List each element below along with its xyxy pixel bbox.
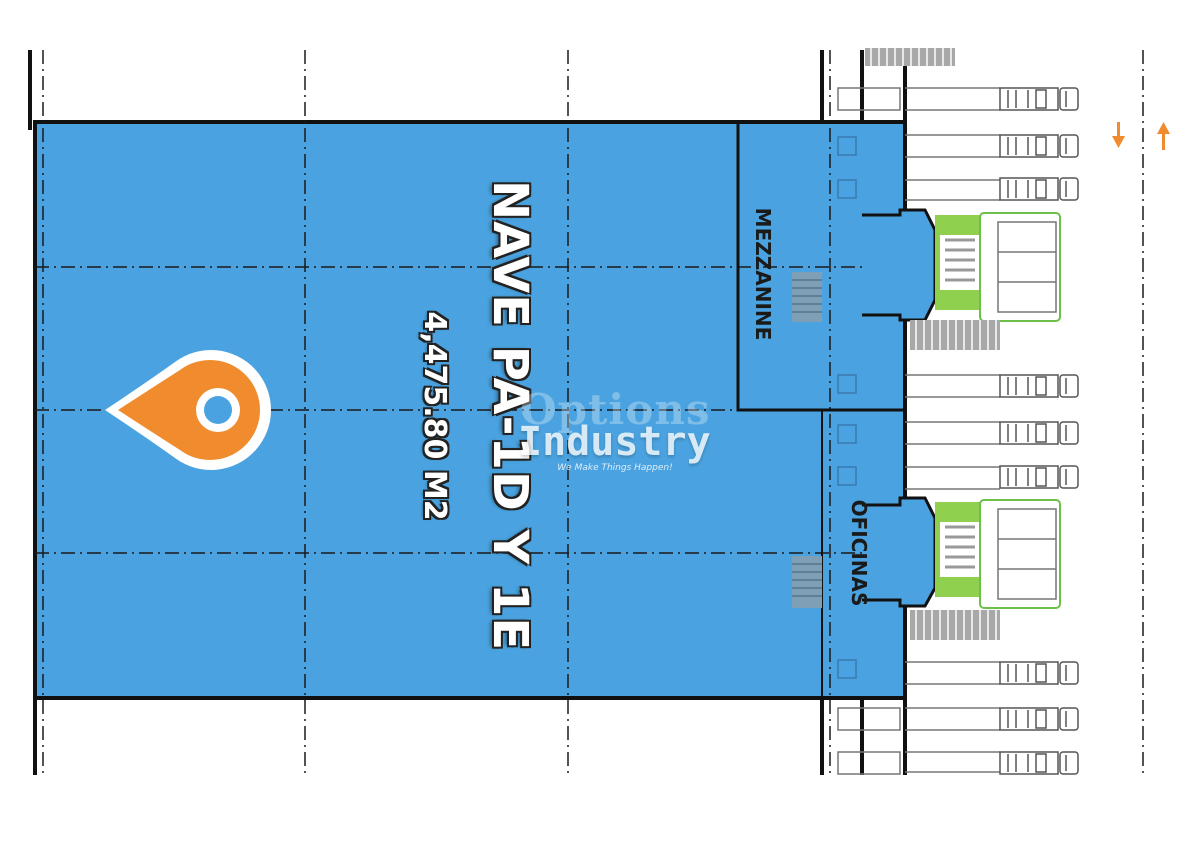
truck-icon: [999, 177, 1079, 201]
loading-dock-bottom: [862, 496, 1061, 609]
arrow-up-icon: [1157, 122, 1170, 150]
column-markers: [837, 136, 857, 679]
stairs: [792, 272, 822, 608]
mezzanine-label: MEZZANINE: [751, 207, 775, 341]
truck-icon: [999, 374, 1079, 398]
watermark-tagline: We Make Things Happen!: [557, 463, 673, 473]
location-pin-icon: [105, 350, 271, 470]
watermark-logo: Options Industry We Make Things Happen!: [500, 385, 730, 485]
truck-icon: [999, 751, 1079, 775]
watermark-line2: Industry: [518, 419, 711, 465]
truck-icon: [999, 661, 1079, 685]
offices-label: OFICINAS: [847, 499, 871, 607]
truck-icon: [999, 707, 1079, 731]
watermark-line1: Options: [520, 385, 711, 434]
unit-area: 4,475.80 M2: [417, 311, 452, 521]
parking-lanes: [837, 87, 1000, 775]
truck-icon: [999, 421, 1079, 445]
arrow-down-icon: [1112, 122, 1125, 148]
truck-icon: [999, 134, 1079, 158]
structural-grid: [35, 50, 1144, 775]
truck-icons: [999, 87, 1079, 775]
truck-icon: [999, 465, 1079, 489]
truck-icon: [999, 87, 1079, 111]
loading-dock-top: [862, 208, 1061, 322]
